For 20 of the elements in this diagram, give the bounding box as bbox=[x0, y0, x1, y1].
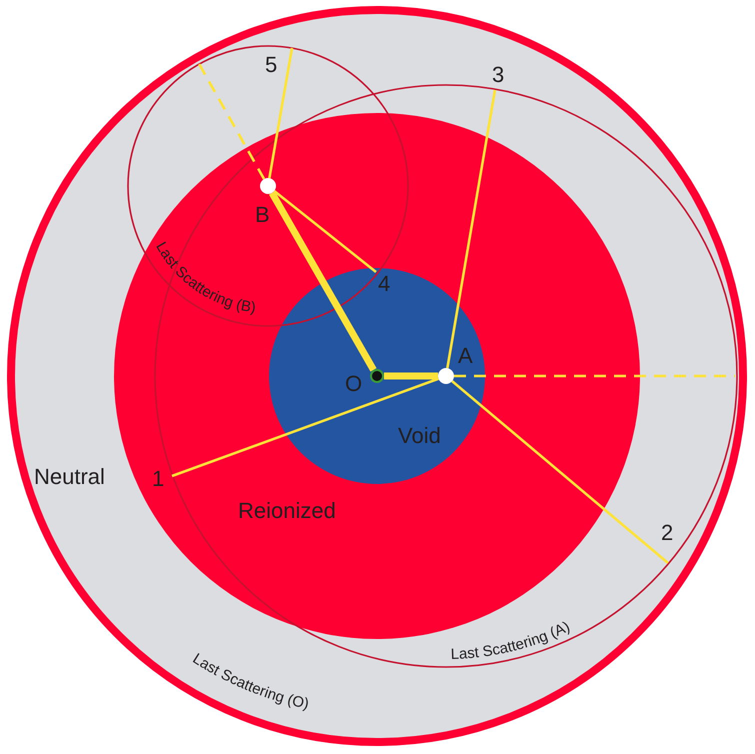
callout-number: 1 bbox=[152, 468, 164, 490]
connector-line bbox=[172, 378, 439, 478]
point-label: A bbox=[458, 345, 473, 367]
region-label: Void bbox=[398, 425, 441, 447]
connector-line bbox=[268, 191, 377, 372]
callout-number: 2 bbox=[661, 522, 674, 544]
callout-number: 4 bbox=[378, 273, 390, 295]
point-label: O bbox=[345, 373, 362, 395]
connector-line bbox=[273, 190, 377, 274]
connector-line bbox=[384, 372, 438, 380]
point-label: B bbox=[255, 204, 270, 226]
dashed-line bbox=[196, 61, 266, 180]
callout-number: 5 bbox=[265, 54, 278, 76]
callout-number: 3 bbox=[492, 64, 504, 86]
region-label: Reionized bbox=[238, 500, 336, 522]
dashed-line bbox=[454, 374, 735, 378]
region-label: Neutral bbox=[34, 466, 105, 488]
connector-line bbox=[446, 90, 496, 368]
connector-line bbox=[268, 48, 294, 178]
arc-label: Last Scattering (A) bbox=[450, 618, 573, 663]
